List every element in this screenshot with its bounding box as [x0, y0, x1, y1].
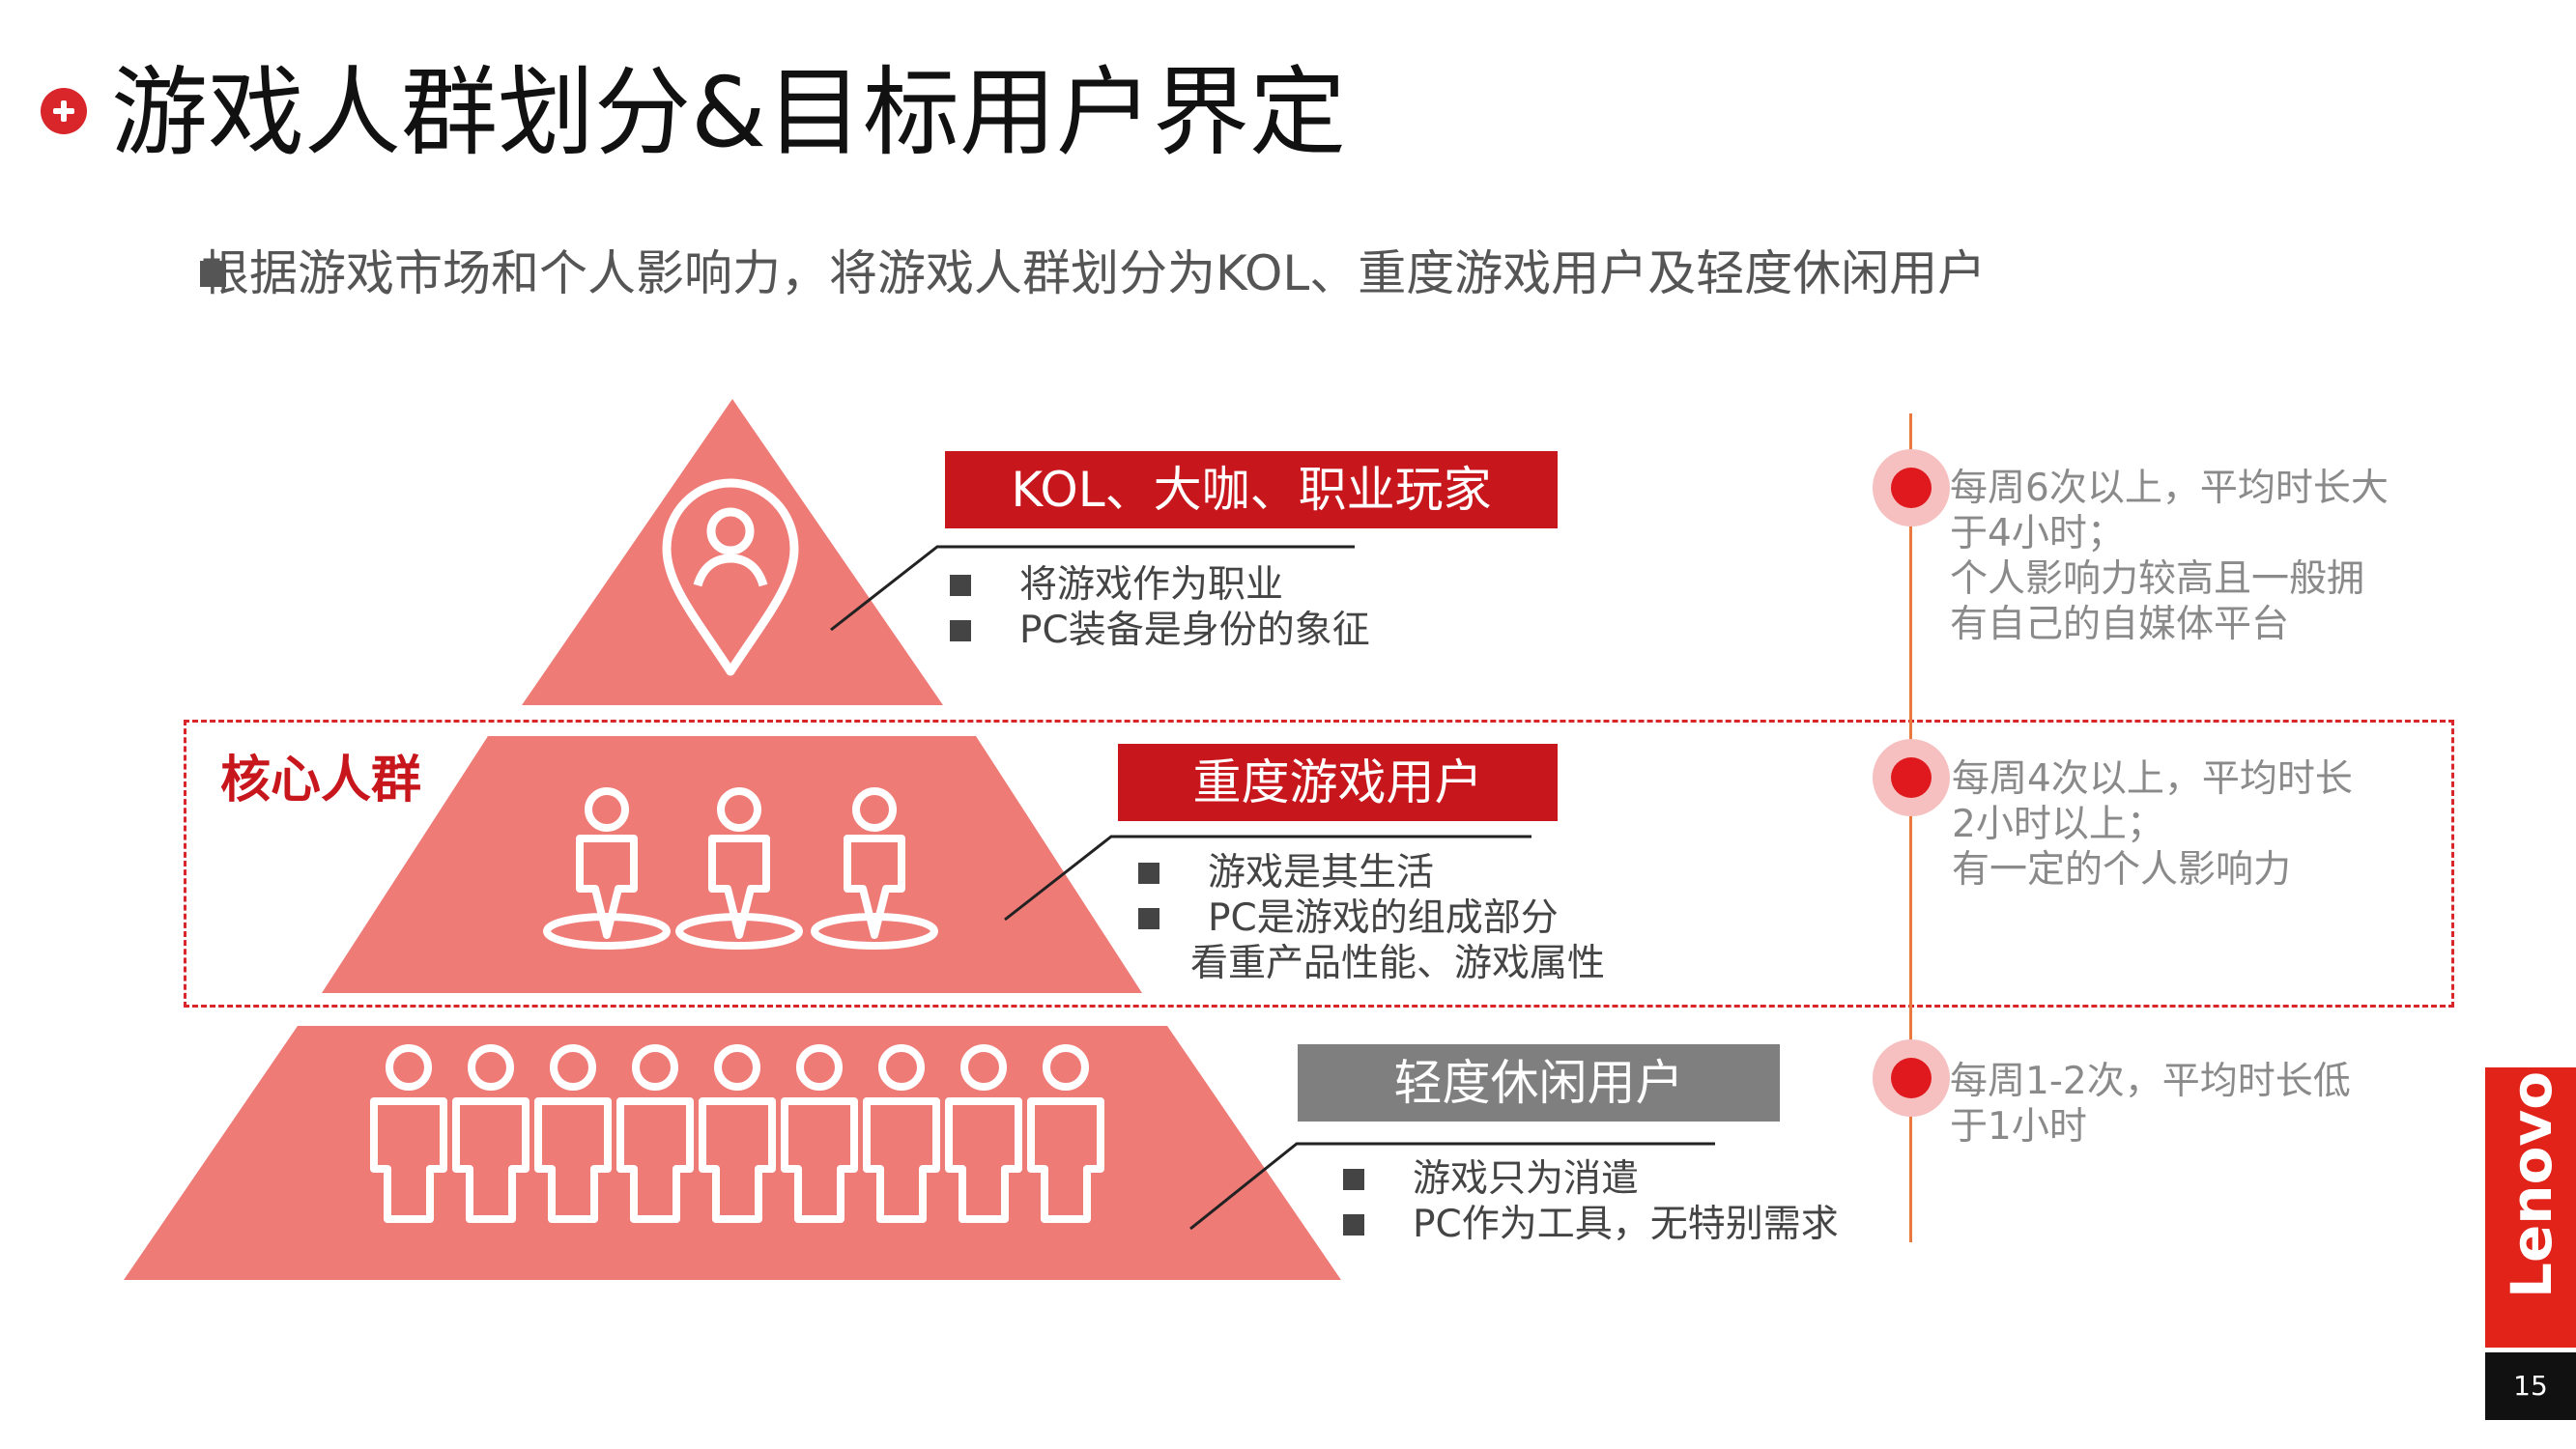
lenovo-logo [2485, 1067, 2576, 1348]
page-subtitle: 根据游戏市场和个人影响力，将游戏人群划分为KOL、重度游戏用户及轻度休闲用户 [201, 245, 1987, 301]
tier-description-heavy: 每周4次以上，平均时长 2小时以上； 有一定的个人影响力 [1952, 757, 2353, 892]
leader-lines [830, 545, 1715, 1231]
tier-label-heavy: 重度游戏用户 [1118, 744, 1558, 821]
timeline-line [1909, 413, 1912, 1242]
bullet-square-icon [1343, 1214, 1364, 1236]
core-group-label: 核心人群 [220, 752, 422, 810]
tier-description-kol: 每周6次以上，平均时长大 于4小时； 个人影响力较高且一般拥 有自己的自媒体平台 [1950, 467, 2389, 646]
timeline-dot-icon [1873, 739, 1950, 816]
bullet-square-icon [1343, 1169, 1364, 1190]
leader-line-top [830, 545, 1355, 632]
page-title: 游戏人群划分&目标用户界定 [111, 56, 1346, 169]
list-item: 看重产品性能、游戏属性 [1190, 942, 1606, 985]
bullet-square-icon [950, 620, 971, 641]
core-group-frame [184, 720, 2454, 1008]
tier-label-casual: 轻度休闲用户 [1298, 1044, 1780, 1122]
bullet-square-icon [950, 575, 971, 596]
leader-line-bottom [1189, 1142, 1715, 1231]
plus-icon [41, 88, 87, 134]
bullet-square-icon [1138, 908, 1159, 929]
person-icon [370, 1044, 1104, 1223]
timeline-dot-icon [1873, 1039, 1950, 1117]
timeline-dot-icon [1873, 449, 1950, 526]
bullet-square-icon [1138, 863, 1159, 884]
pyramid-tier-bottom [124, 1026, 1341, 1280]
bullet-square-icon [200, 261, 226, 287]
tier-label-kol: KOL、大咖、职业玩家 [945, 451, 1558, 528]
tier-description-casual: 每周1-2次，平均时长低 于1小时 [1950, 1060, 2351, 1149]
brand-name: Lenovo [2499, 1070, 2564, 1298]
leader-line-middle [1004, 835, 1531, 922]
location-person-icon [662, 478, 799, 676]
person-on-spot-icon [543, 787, 938, 950]
page-number: 15 [2485, 1352, 2576, 1420]
